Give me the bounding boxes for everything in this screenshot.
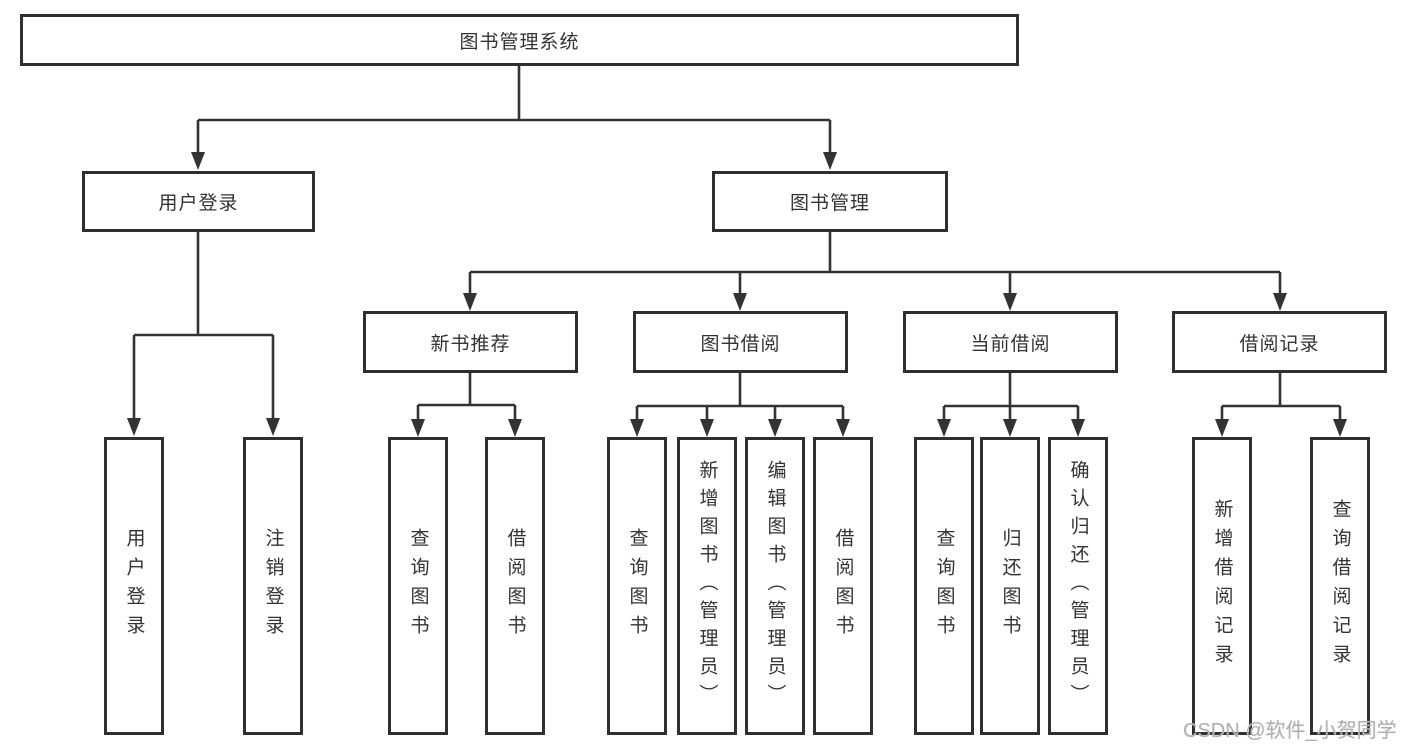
node-current-borrow: 当前借阅 xyxy=(903,311,1118,373)
node-label: 注销登录 xyxy=(262,528,284,644)
node-label: 编辑图书（管理员） xyxy=(764,460,786,712)
node-label: 查询图书 xyxy=(626,528,648,644)
node-leaf-br-add-record: 新增借阅记录 xyxy=(1192,437,1252,735)
node-leaf-bb-borrow-book: 借阅图书 xyxy=(813,437,873,735)
node-label: 图书借阅 xyxy=(700,333,781,355)
node-label: 图书管理系统 xyxy=(459,31,580,53)
node-book-management: 图书管理 xyxy=(712,171,948,232)
node-label: 借阅图书 xyxy=(832,528,854,644)
node-leaf-rec-query-book: 查询图书 xyxy=(388,437,448,735)
node-user-login: 用户登录 xyxy=(82,171,315,232)
node-label: 当前借阅 xyxy=(970,333,1051,355)
node-label: 新书推荐 xyxy=(430,333,511,355)
csdn-watermark: CSDN @软件_小贺同学 xyxy=(1183,720,1397,742)
node-label: 新增借阅记录 xyxy=(1211,499,1233,673)
node-leaf-logout: 注销登录 xyxy=(243,437,303,735)
node-label: 归还图书 xyxy=(999,528,1021,644)
node-leaf-br-query-record: 查询借阅记录 xyxy=(1310,437,1370,735)
node-label: 图书管理 xyxy=(789,193,870,214)
node-leaf-rec-borrow-book: 借阅图书 xyxy=(485,437,545,735)
node-label: 用户登录 xyxy=(158,193,239,214)
node-leaf-bb-edit-book-admin: 编辑图书（管理员） xyxy=(745,437,805,735)
node-label: 查询借阅记录 xyxy=(1329,499,1351,673)
node-label: 新增图书（管理员） xyxy=(696,460,718,712)
node-leaf-cb-return-book: 归还图书 xyxy=(980,437,1040,735)
node-label: 确认归还（管理员） xyxy=(1067,460,1089,712)
node-leaf-bb-query-book: 查询图书 xyxy=(607,437,667,735)
node-label: 查询图书 xyxy=(407,528,429,644)
node-label: 借阅记录 xyxy=(1239,333,1320,355)
node-label: 用户登录 xyxy=(123,528,145,644)
node-leaf-cb-query-book: 查询图书 xyxy=(914,437,974,735)
node-book-borrow: 图书借阅 xyxy=(633,311,848,373)
node-root-system: 图书管理系统 xyxy=(20,14,1019,66)
node-label: 借阅图书 xyxy=(504,528,526,644)
node-label: 查询图书 xyxy=(933,528,955,644)
node-leaf-user-login: 用户登录 xyxy=(104,437,164,735)
node-new-book-recommend: 新书推荐 xyxy=(363,311,578,373)
node-leaf-bb-add-book-admin: 新增图书（管理员） xyxy=(677,437,737,735)
node-leaf-cb-confirm-return-admin: 确认归还（管理员） xyxy=(1048,437,1108,735)
node-borrow-records: 借阅记录 xyxy=(1172,311,1387,373)
